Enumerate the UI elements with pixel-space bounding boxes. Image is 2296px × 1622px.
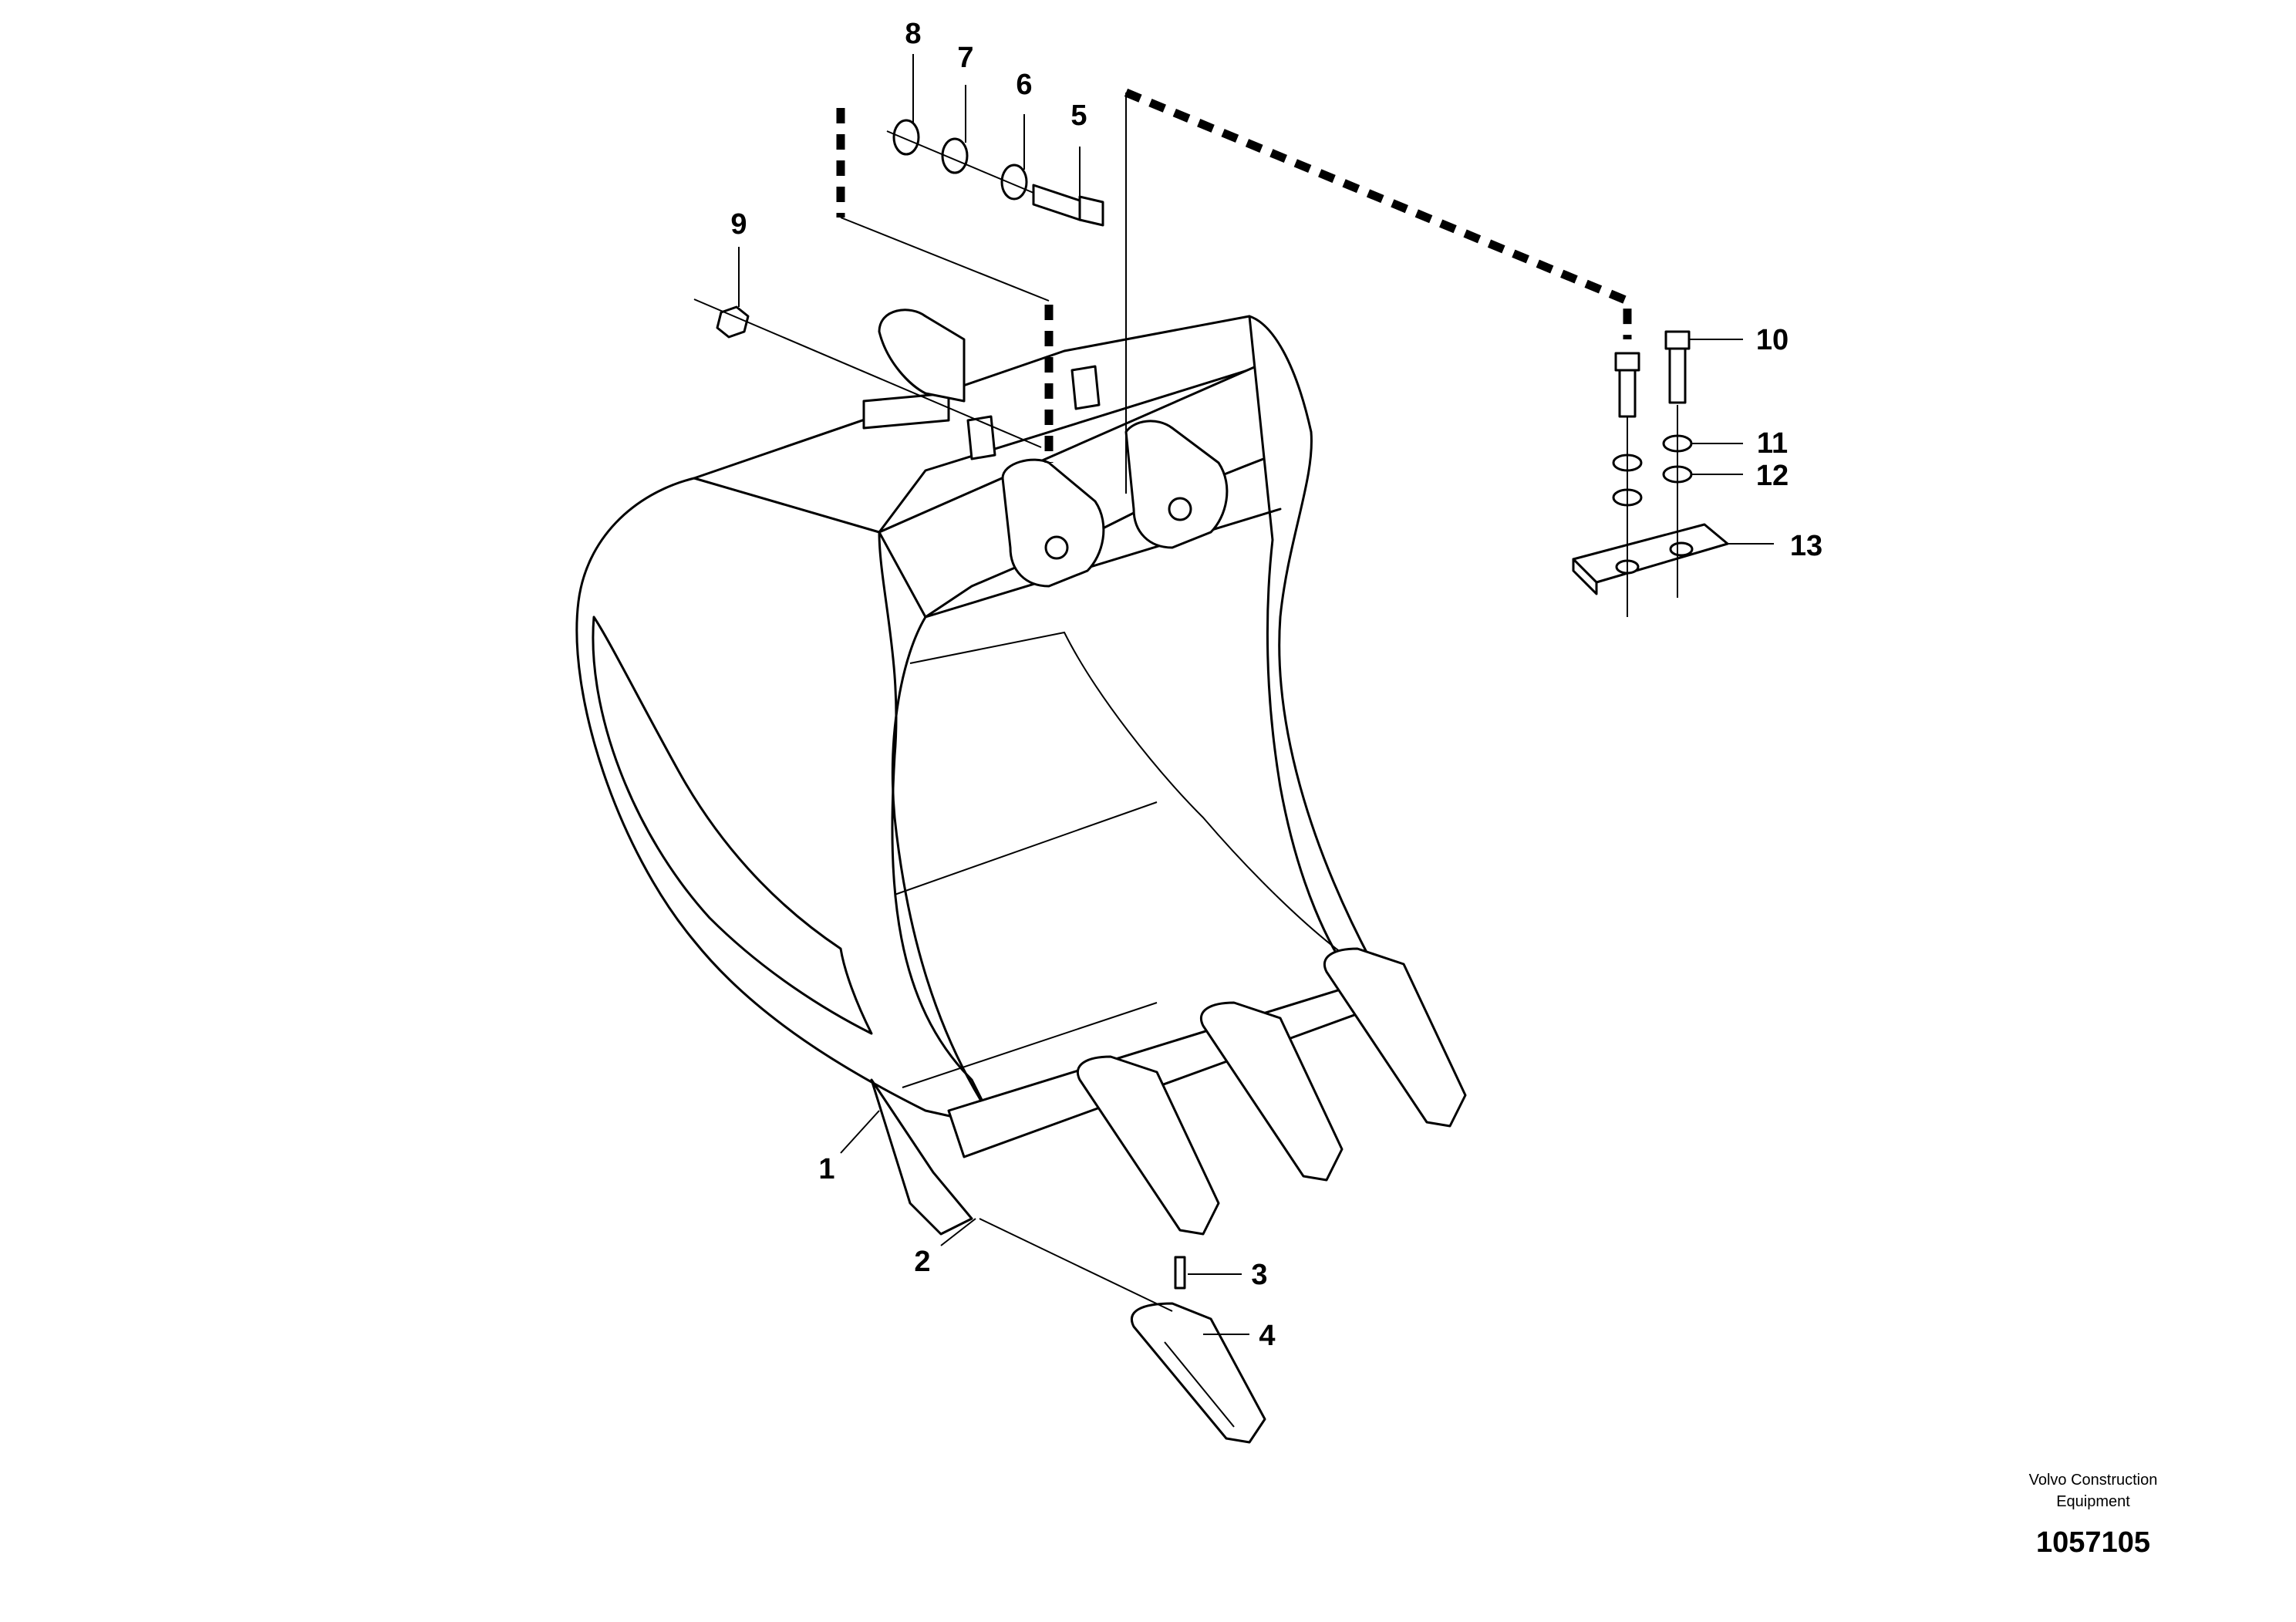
callout-7: 7 [957,42,973,74]
callout-5: 5 [1070,99,1087,132]
callout-10: 10 [1756,324,1789,356]
callout-12: 12 [1756,460,1789,492]
company-name-line1: Volvo Construction [2029,1472,2158,1489]
nut [693,298,1042,448]
bucket-body [575,309,1397,1158]
drawing-number: 1057105 [2036,1526,2150,1559]
loose-tooth [1131,1302,1266,1444]
dashed-connections [836,88,1632,463]
upper-hardware [886,119,1104,227]
tooth-pin [979,1218,1186,1312]
footer: Volvo Construction Equipment 1057105 [2029,1472,2158,1559]
callout-1: 1 [818,1153,834,1185]
callout-9: 9 [730,208,747,241]
callout-3: 3 [1251,1259,1267,1291]
callout-13: 13 [1790,530,1822,562]
right-hardware [1572,330,1729,617]
callout-labels: 1 2 3 4 5 6 7 8 9 10 11 12 13 [730,18,1822,1352]
callout-8: 8 [905,18,921,50]
bucket-teeth [870,947,1467,1236]
callout-11: 11 [1757,427,1788,460]
callout-leaders [738,54,1774,1335]
company-name-line2: Equipment [2056,1493,2130,1510]
solid-connections [840,93,1127,494]
callout-4: 4 [1259,1320,1275,1352]
callout-6: 6 [1016,69,1032,101]
callout-2: 2 [914,1246,930,1278]
